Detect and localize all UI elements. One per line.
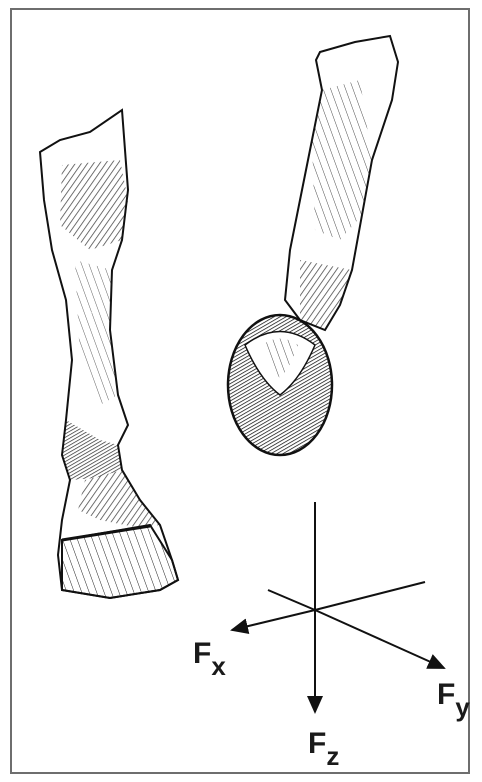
fx-axis (232, 610, 315, 630)
force-axes: Fx Fy Fz (193, 502, 470, 771)
fy-axis (315, 610, 444, 668)
fx-axis-back (315, 582, 425, 610)
fy-label: Fy (437, 678, 470, 722)
horse-limb-sole-view (228, 36, 398, 455)
fy-axis-back (268, 590, 315, 610)
horse-limb-side-view (40, 110, 178, 598)
fx-label: Fx (193, 637, 226, 681)
fz-label: Fz (308, 727, 339, 771)
upper-limb-shading (312, 80, 372, 240)
